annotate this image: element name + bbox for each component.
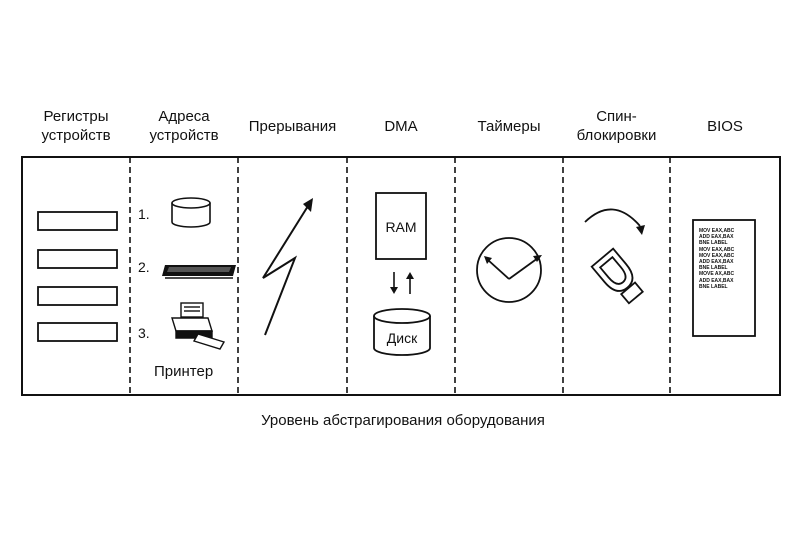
register-blocks (37, 211, 118, 342)
printer-icon (171, 302, 226, 350)
disk-label: Диск (387, 330, 418, 346)
column-header-registers: Регистры устройств (41, 108, 111, 144)
scanner-icon (162, 265, 236, 279)
printer-label: Принтер (154, 363, 213, 380)
address-item-3: 3. (138, 325, 150, 341)
bios-code-listing: MOV EAX,ABC ADD EAX,BAX BNE LABEL MOV EA… (699, 228, 753, 290)
ram-label: RAM (385, 219, 416, 235)
disk-icon (373, 308, 431, 356)
address-item-1: 1. (138, 206, 150, 222)
register-block (37, 286, 118, 306)
bios-code-line: BNE LABEL (699, 283, 728, 290)
outer-frame (21, 156, 781, 396)
bios-page (692, 219, 756, 337)
bios-code-line: MOV EAX,ABC (699, 228, 735, 234)
column-header-bios: BIOS (707, 117, 743, 135)
address-item-2: 2. (138, 259, 150, 275)
bios-code-line: ADD EAX,BAX (699, 277, 734, 284)
lock-icon (590, 247, 645, 305)
column-header-timers: Таймеры (477, 117, 541, 135)
interrupt-lightning-icon (262, 198, 313, 336)
column-header-spinlocks: Спин- блокировки (576, 108, 657, 144)
register-block (37, 211, 118, 231)
register-block (37, 249, 118, 269)
register-block (37, 322, 118, 342)
bios-code-line: MOV EAX,ABC (699, 252, 735, 259)
bios-code-line: BNE LABEL (699, 240, 728, 247)
column-header-dma: DMA (384, 117, 418, 135)
bios-code-line: MOV EAX,ABC (699, 246, 735, 253)
column-header-interrupts: Прерывания (248, 117, 337, 135)
bios-code-line: ADD EAX,BAX (699, 234, 734, 241)
spin-arrow-icon (584, 208, 645, 235)
diagram-caption: Уровень абстрагирования оборудования (261, 412, 545, 429)
ram-box (375, 192, 427, 260)
bios-code-line: ADD EAX,BAX (699, 259, 734, 266)
column-header-addresses: Адреса устройств (149, 108, 219, 144)
disk-drive-icon (171, 197, 211, 228)
bios-code-line: MOVE AX,ABC (699, 271, 735, 278)
dma-transfer-arrows (390, 272, 414, 294)
clock-icon (476, 237, 542, 303)
bios-code-line: BNE LABEL (699, 265, 728, 272)
